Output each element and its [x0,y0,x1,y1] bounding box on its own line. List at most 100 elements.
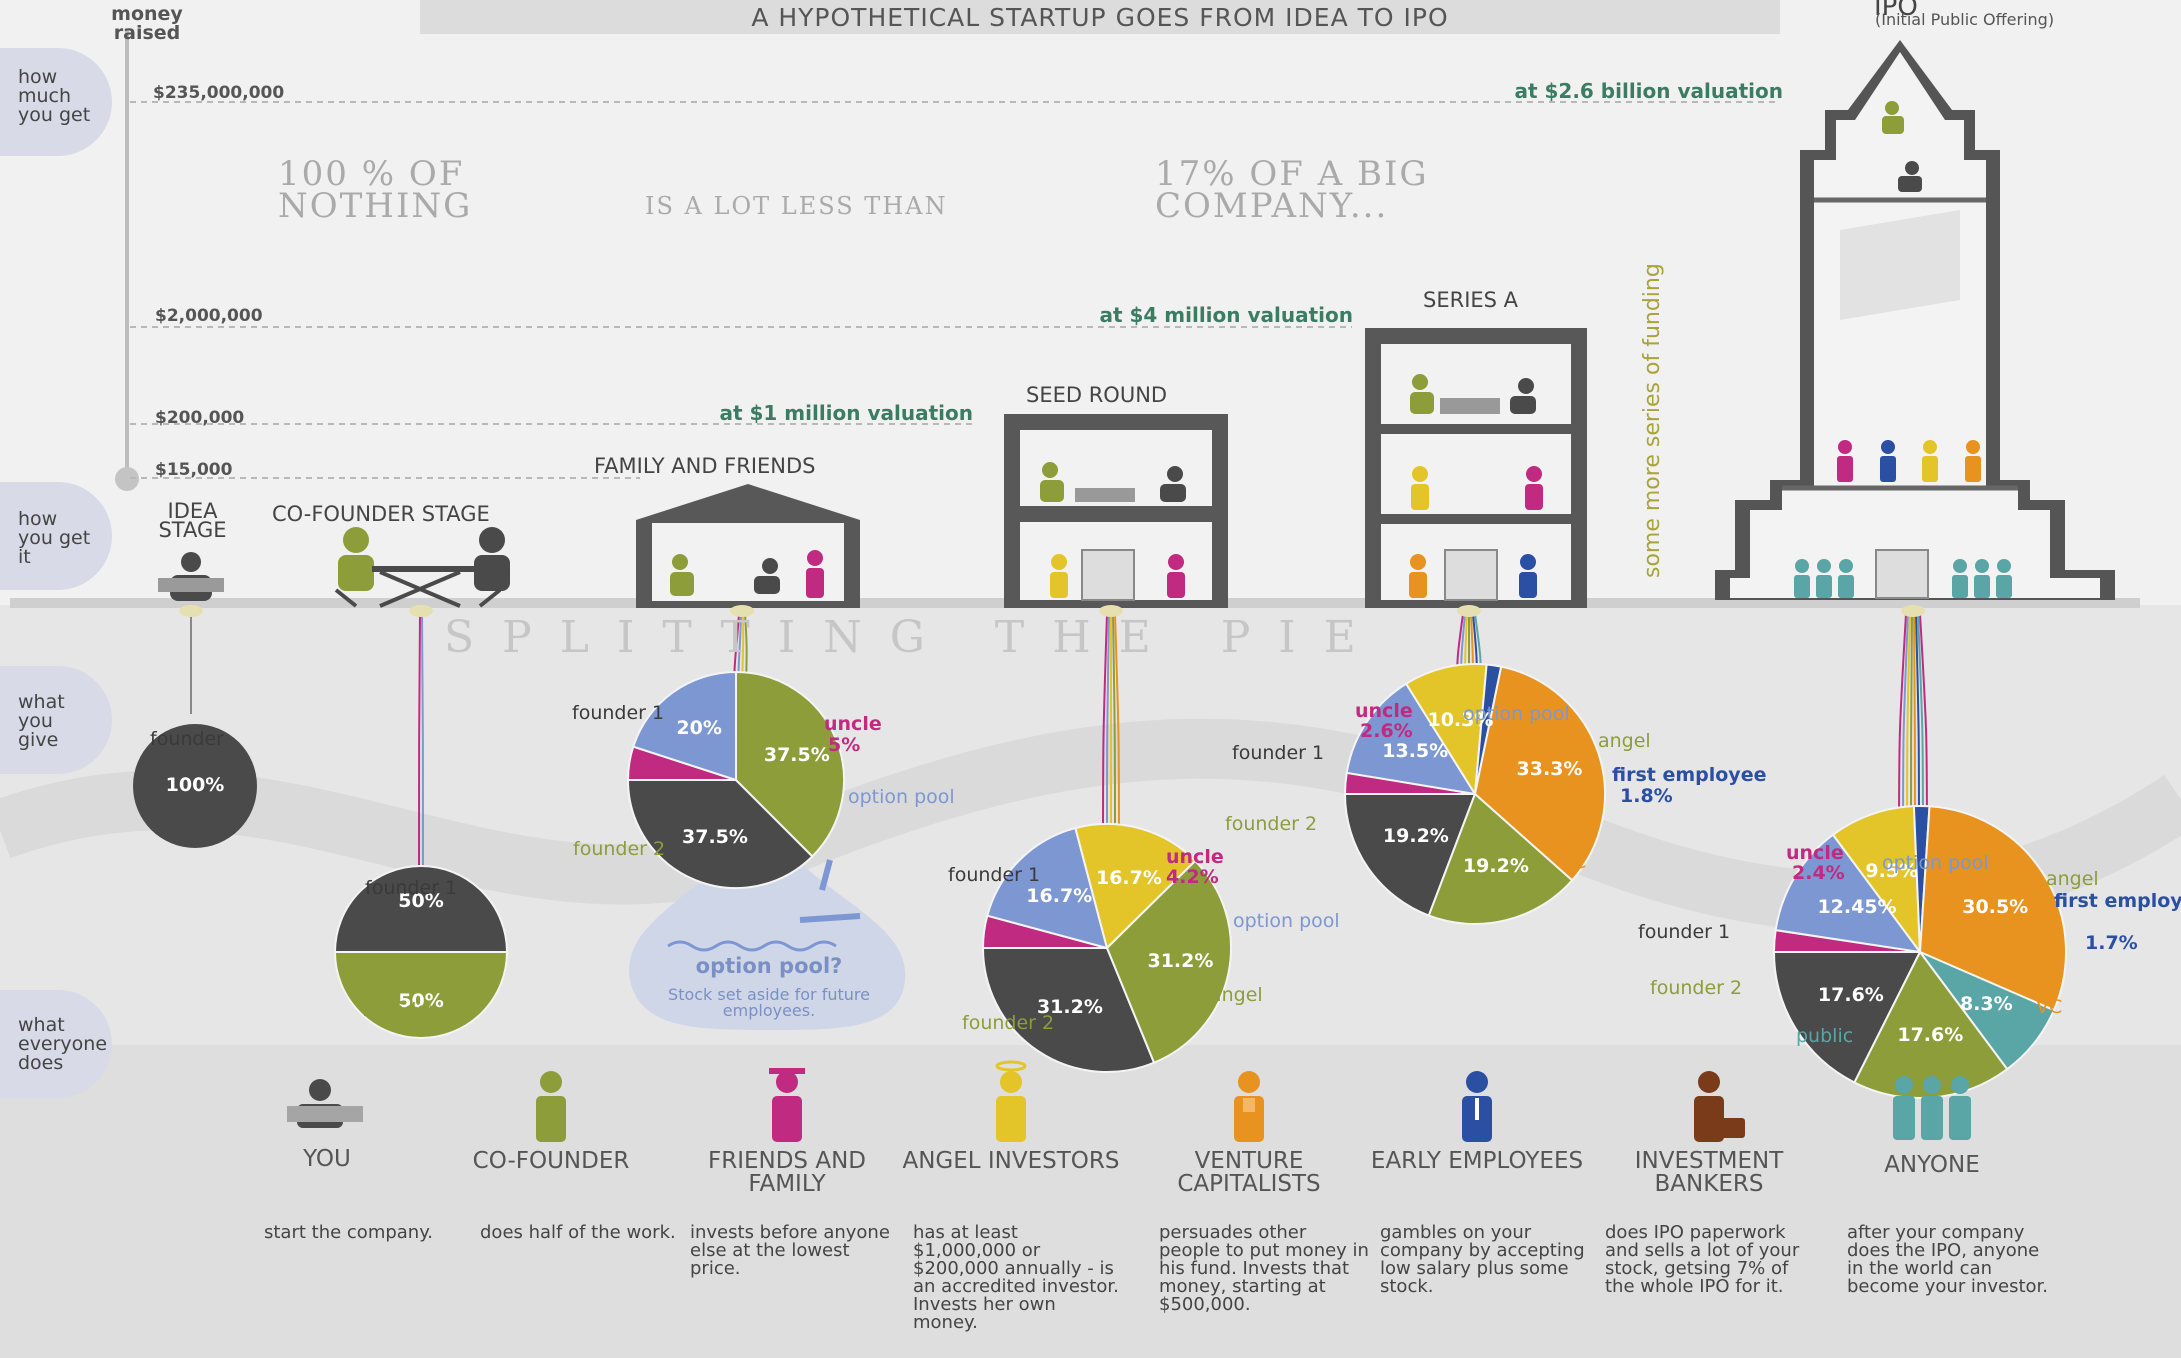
pie-label-seed-founder2: founder 2 [962,1012,1055,1034]
slice-founder1 [133,724,257,848]
pie-value-series_a-vc: 33.3% [1516,758,1583,781]
family-house [636,484,860,608]
pie-label-cofounder-founder1: founder 1 [365,877,458,899]
role-desc: after your company does the IPO, anyone … [1847,1222,2048,1297]
headline-middle: IS A LOT LESS THAN [645,192,948,220]
slice-vc [1473,665,1606,882]
pie-value-series_a-first_employee: 1.8% [1620,785,1673,807]
stage-cofounder: CO-FOUNDER STAGE [272,502,490,526]
pie-label-series_a-first_employee: first employee [1612,764,1767,786]
pie-value-cofounder-founder2: 50% [398,989,444,1012]
crowd-icon [1893,1076,1971,1140]
slice-founder2 [1427,792,1574,925]
pie-value-ipo-vc: 30.5% [1962,895,2029,918]
person-icon [536,1071,566,1142]
pie-value-cofounder-founder1: 50% [398,890,444,913]
side-text-what-give: what you give [18,691,65,751]
slice-angel [1074,823,1197,950]
pie-value-series_a-uncle: 2.6% [1360,720,1413,742]
money-level-200k: $200,000 [155,408,245,428]
slice-founder1 [981,947,1156,1073]
role-name: ANYONE [1884,1152,1980,1178]
role-name: YOU [303,1146,351,1172]
halo-person-icon [995,1060,1027,1142]
pie-value-ipo-option_pool: 12.45% [1817,896,1897,919]
slice-option_pool [1774,833,1923,954]
role-icons [287,1060,1971,1142]
pie-label-series_a-founder1: founder 1 [1232,742,1325,764]
pie-seed [981,823,1232,1073]
pie-value-series_a-founder1: 19.2% [1382,824,1449,847]
pie-label-family-founder2: founder 2 [573,838,666,860]
slice-founder2 [1105,859,1232,1065]
role-desc: persuades other people to put money in h… [1159,1222,1369,1315]
pie-label-cofounder-founder2: founder 2 [362,999,455,1021]
series-a-building [1365,328,1587,608]
pie-series-a [1343,663,1606,925]
pie-family [626,670,846,890]
side-label-what-everyone [0,990,112,1098]
stage-idea: IDEA STAGE [158,499,227,542]
house-occupants [670,550,824,598]
idea-person-icon [158,552,224,601]
slice-angel [1404,663,1488,798]
slice-founder1 [626,779,814,890]
role-name: INVESTMENT BANKERS [1634,1148,1784,1197]
pie-value-ipo-uncle: 2.4% [1792,862,1845,884]
pie-label-series_a-vc: VC [1560,851,1587,873]
slice-option_pool [1345,682,1478,796]
option-pool-desc: Stock set aside for future employees. [668,985,870,1020]
role-name: ANGEL INVESTORS [902,1148,1120,1174]
role-desc: has at least $1,000,000 or $200,000 annu… [913,1222,1119,1333]
pie-value-seed-option_pool: 16.7% [1026,884,1093,907]
valuation-ipo: at $2.6 billion valuation [1514,79,1783,103]
headline-right: 17% OF A BIG COMPANY... [1155,154,1429,226]
slice-founder1 [1772,951,1922,1084]
stage-dots [179,605,1925,617]
pie-value-seed-founder1: 31.2% [1036,995,1103,1018]
role-desc: does IPO paperwork and sells a lot of yo… [1605,1222,1800,1297]
seed-building [1004,414,1228,608]
splitting-the-pie: SPLITTING THE PIE [444,612,1384,663]
role-desc: gambles on your company by accepting low… [1380,1222,1585,1297]
axis-end-dot [115,467,139,491]
pie-label-seed-founder1: founder 1 [948,864,1041,886]
pie-value-family-uncle: 5% [828,734,861,756]
series-a-occupants [1409,374,1543,598]
pie-label-series_a-angel: angel [1598,730,1651,752]
stage-ipo: IPO [1874,0,1918,22]
pie-label-ipo-public: public [1796,1025,1854,1047]
tie-person-icon [1462,1071,1492,1142]
pie-idea [133,724,257,848]
pie-value-seed-uncle: 4.2% [1166,866,1219,888]
suit-person-icon [1234,1071,1264,1142]
pie-label-series_a-founder2: founder 2 [1225,813,1318,835]
option-pool-title: option pool? [695,954,843,978]
slice-founder2 [735,670,846,858]
ipo-occupants [1794,101,2012,598]
pie-value-series_a-option_pool: 13.5% [1382,740,1449,763]
headline-left: 100 % OF NOTHING [278,154,473,226]
cofounder-table-icon [334,527,510,608]
pie-value-ipo-founder2: 17.6% [1897,1024,1964,1047]
role-desc: start the company. [264,1222,434,1243]
role-name: FRIENDS AND FAMILY [707,1148,866,1197]
pie-value-seed-founder2: 31.2% [1147,950,1214,973]
side-label-what-give [0,666,112,774]
pie-value-family-founder2: 37.5% [763,744,830,767]
pie-label-ipo-first_employee: first employee [2054,890,2181,912]
slice-founder2 [333,951,509,1039]
pie-label-idea-founder1: founder [150,728,224,750]
money-level-15k: $15,000 [155,460,233,480]
valuation-seed: at $4 million valuation [1099,303,1353,327]
pie-value-ipo-public: 8.3% [1959,992,2013,1015]
role-name: EARLY EMPLOYEES [1370,1148,1584,1174]
seed-occupants [1040,462,1186,598]
slice-angel [1831,805,1922,956]
pie-label-seed-uncle: uncle [1166,846,1224,868]
pie-value-family-founder1: 37.5% [682,825,748,848]
hat-person-icon [769,1068,805,1142]
pie-value-ipo-angel: 9.5% [1865,860,1919,883]
slice-vc [1918,805,2067,1012]
